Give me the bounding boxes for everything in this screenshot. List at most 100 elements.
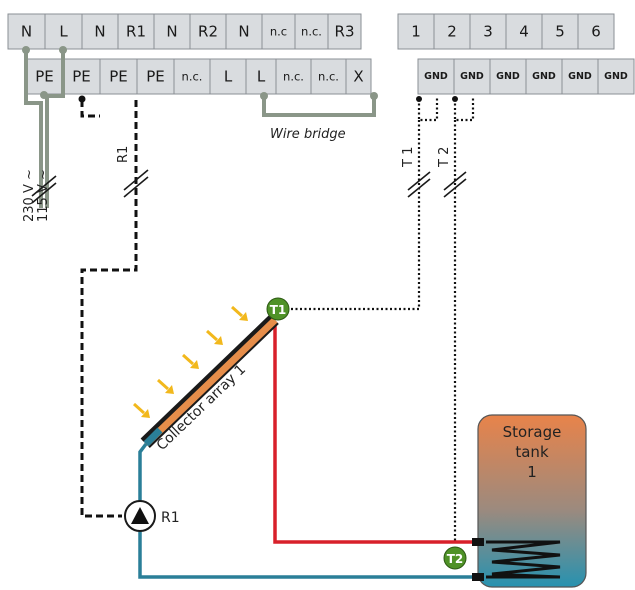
power-terminal-top-9: n.c.	[294, 13, 329, 50]
tank-label-line2: tank	[515, 443, 549, 461]
sensor-dot-2	[452, 96, 458, 102]
sensor-terminal-bottom-label: GND	[424, 71, 448, 82]
power-terminal-top-label: N	[21, 23, 32, 41]
sensor-terminal-bottom-2: GND	[453, 58, 491, 95]
power-terminal-top-label: R1	[126, 23, 146, 41]
voltage-label: 230 V ~ 115 V ~	[22, 169, 51, 222]
terminal-dot-pe	[40, 91, 48, 99]
power-terminal-top-1: N	[7, 13, 46, 50]
power-terminal-top-label: N	[94, 23, 105, 41]
power-terminal-bottom-5: n.c.	[173, 58, 211, 95]
sensor-terminal-top-label: 5	[555, 23, 565, 41]
sensor-terminal-row-bottom: GND GND GND GND GND GND	[417, 58, 635, 95]
power-terminal-top-label: N	[166, 23, 177, 41]
sensor-terminal-bottom-label: GND	[532, 71, 556, 82]
sensor-terminal-top-5: 5	[541, 13, 579, 50]
power-terminal-bottom-label: PE	[35, 68, 54, 86]
pump-r1-label: R1	[161, 510, 180, 526]
mains-cable-hatch	[31, 175, 57, 204]
voltage-230-label: 230 V ~	[22, 169, 37, 222]
power-terminal-bottom-label: PE	[72, 68, 91, 86]
power-terminal-top-7: N	[225, 13, 263, 50]
sensor-terminal-top-1: 1	[397, 13, 435, 50]
sensor-t2: T2	[443, 546, 467, 570]
terminal-dot-n	[22, 46, 30, 54]
power-terminal-bottom-label: L	[224, 68, 233, 86]
pump-cable-r1	[80, 100, 138, 518]
sensor-dot-1	[416, 96, 422, 102]
sensor-terminal-bottom-5: GND	[561, 58, 599, 95]
power-terminal-bottom-label: n.c.	[318, 70, 339, 84]
terminal-dot-pe-r1	[78, 95, 86, 103]
sun-arrow-4	[205, 329, 223, 345]
power-terminal-bottom-label: n.c.	[283, 70, 304, 84]
power-terminal-top-10: R3	[327, 13, 362, 50]
cable-t2-label: T 2	[437, 147, 452, 168]
power-terminal-bottom-7: L	[245, 58, 277, 95]
cable-t1-label: T 1	[401, 147, 416, 168]
power-terminal-top-label: N	[238, 23, 249, 41]
power-terminal-bottom-2: PE	[62, 58, 101, 95]
power-terminal-bottom-1: PE	[25, 58, 64, 95]
power-terminal-bottom-label: n.c.	[182, 70, 203, 84]
pump-r1	[124, 500, 156, 532]
power-terminal-bottom-9: n.c.	[310, 58, 347, 95]
collector-array	[140, 314, 279, 448]
wire-bridge-dot-l	[260, 92, 268, 100]
wire-bridge-label: Wire bridge	[270, 127, 346, 142]
power-terminal-top-4: R1	[117, 13, 155, 50]
sensor-terminal-top-6: 6	[577, 13, 615, 50]
sun-arrow-3	[181, 353, 199, 369]
wire-bridge	[262, 96, 376, 117]
return-pipe	[138, 442, 478, 579]
sun-radiation-arrows	[132, 305, 248, 418]
power-terminal-bottom-label: PE	[109, 68, 128, 86]
sensor-terminal-bottom-6: GND	[597, 58, 635, 95]
sensor-t2-label: T2	[447, 552, 464, 566]
pump-cable-hatch	[123, 169, 149, 198]
flow-pipe	[273, 325, 478, 544]
sensor-terminal-bottom-1: GND	[417, 58, 455, 95]
sensor-terminal-top-label: 6	[591, 23, 601, 41]
sensor-terminal-top-2: 2	[433, 13, 471, 50]
tank-connection-return	[472, 573, 484, 581]
power-terminal-top-6: R2	[189, 13, 227, 50]
power-terminal-bottom-10: X	[345, 58, 372, 95]
wire-bridge-dot-x	[370, 92, 378, 100]
sensor-terminal-top-3: 3	[469, 13, 507, 50]
tank-connection-flow	[472, 538, 484, 546]
sensor-t1: T1	[266, 297, 290, 321]
power-terminal-bottom-8: n.c.	[275, 58, 312, 95]
tank-label-line1: Storage	[503, 423, 562, 441]
mains-feed-wires	[24, 50, 65, 208]
sensor-cable-hatch	[407, 171, 467, 198]
tank-label-line3: 1	[527, 463, 537, 481]
sensor-terminal-top-label: 3	[483, 23, 493, 41]
sensor-terminal-top-4: 4	[505, 13, 543, 50]
power-terminal-top-8: n.c	[261, 13, 296, 50]
power-terminal-bottom-label: PE	[146, 68, 165, 86]
power-terminal-bottom-label: L	[257, 68, 266, 86]
collector-label: Collector array 1	[154, 362, 249, 454]
power-terminal-top-label: R3	[335, 23, 355, 41]
sensor-terminal-top-label: 4	[519, 23, 529, 41]
power-terminal-top-label: n.c	[270, 25, 287, 39]
power-terminal-top-3: N	[81, 13, 119, 50]
power-terminal-top-5: N	[153, 13, 191, 50]
power-terminal-bottom-6: L	[209, 58, 247, 95]
sun-arrow-1	[132, 402, 150, 418]
storage-tank: Storage tank 1	[477, 414, 587, 588]
sensor-terminal-bottom-3: GND	[489, 58, 527, 95]
sun-arrow-2	[156, 378, 174, 394]
power-terminal-bottom-4: PE	[136, 58, 175, 95]
power-terminal-top-label: R2	[198, 23, 218, 41]
sensor-terminal-bottom-label: GND	[460, 71, 484, 82]
sensor-terminal-bottom-label: GND	[496, 71, 520, 82]
power-terminal-bottom-label: X	[353, 68, 363, 86]
sensor-terminal-bottom-label: GND	[604, 71, 628, 82]
power-terminal-top-label: L	[59, 23, 68, 41]
sensor-terminal-top-label: 2	[447, 23, 457, 41]
